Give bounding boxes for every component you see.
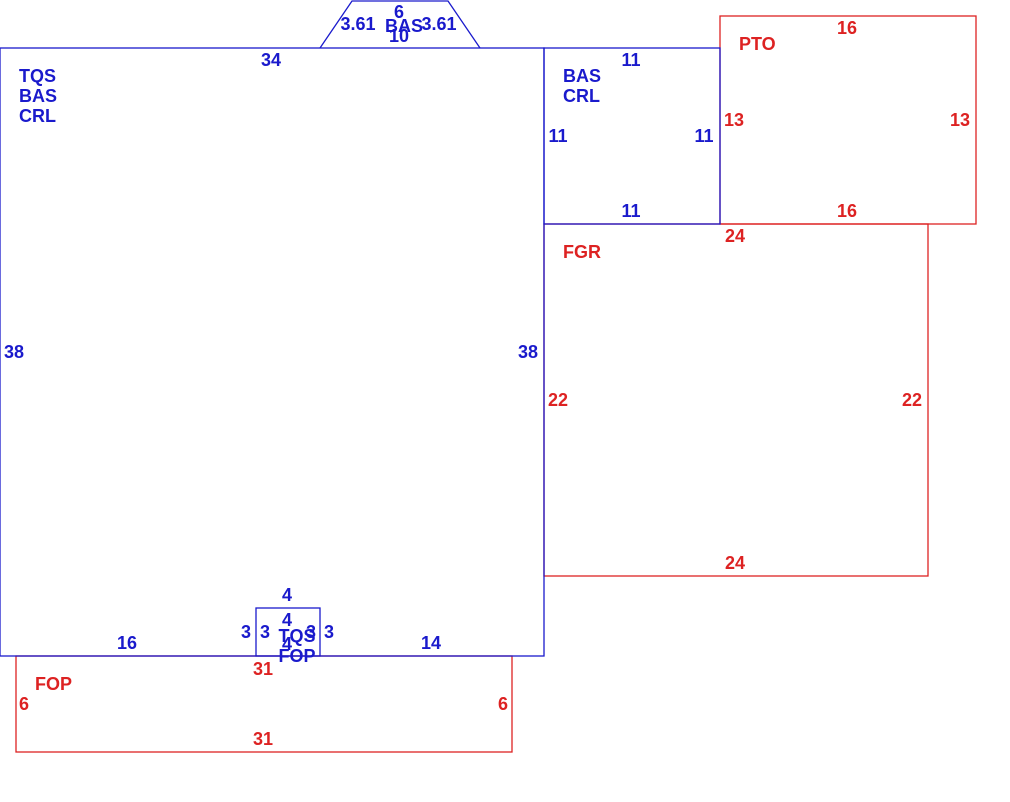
fgr-top-dimension: 24 xyxy=(725,226,745,246)
inset-left-outer-dimension: 3 xyxy=(241,622,251,642)
inset-label-line-2: FOP xyxy=(278,646,315,666)
inset-label-line-1: TQS xyxy=(278,626,315,646)
fop-bottom-dimension: 31 xyxy=(253,729,273,749)
pto-top-dimension: 16 xyxy=(837,18,857,38)
inset-top-outer-dimension: 4 xyxy=(282,585,292,605)
small-room-right-dimension: 11 xyxy=(694,126,713,146)
bay-left-dimension: 3.61 xyxy=(340,14,375,34)
small-room-label-line-2: CRL xyxy=(563,86,600,106)
inset-left-inner-dimension: 3 xyxy=(260,622,270,642)
fop-left-dimension: 6 xyxy=(19,694,29,714)
area-bay: BAS 6 3.61 3.61 10 xyxy=(319,0,481,49)
main-bottom-left-dimension: 16 xyxy=(117,633,137,653)
main-left-dimension: 38 xyxy=(4,342,24,362)
inset-right-outer-dimension: 3 xyxy=(324,622,334,642)
main-bottom-right-dimension: 14 xyxy=(421,633,441,653)
fgr-left-dimension: 22 xyxy=(548,390,568,410)
area-main: TQS BAS CRL 34 38 38 16 14 xyxy=(0,47,545,657)
pto-right-dimension: 13 xyxy=(950,110,970,130)
inset-top-inner-dimension: 4 xyxy=(282,610,292,630)
pto-label: PTO xyxy=(739,34,776,54)
small-room-label-line-1: BAS xyxy=(563,66,601,86)
fgr-right-dimension: 22 xyxy=(902,390,922,410)
area-pto: PTO 16 13 13 16 xyxy=(719,15,977,225)
inset-outline xyxy=(255,607,321,657)
bay-label: BAS xyxy=(385,16,423,36)
main-label-line-1: TQS xyxy=(19,66,56,86)
small-room-bottom-dimension: 11 xyxy=(621,201,640,221)
pto-bottom-dimension: 16 xyxy=(837,201,857,221)
main-label-line-3: CRL xyxy=(19,106,56,126)
fop-right-dimension: 6 xyxy=(498,694,508,714)
small-room-left-dimension: 11 xyxy=(548,126,567,146)
fgr-label: FGR xyxy=(563,242,601,262)
small-room-top-dimension: 11 xyxy=(621,50,640,70)
fgr-bottom-dimension: 24 xyxy=(725,553,745,573)
small-room-outline xyxy=(543,47,721,225)
inset-right-inner-dimension: 3 xyxy=(306,622,316,642)
main-right-dimension: 38 xyxy=(518,342,538,362)
main-top-dimension: 34 xyxy=(261,50,281,70)
area-fgr: FGR 24 22 22 24 xyxy=(543,223,929,577)
area-small-room: BAS CRL 11 11 11 11 xyxy=(543,47,721,225)
area-inset: 4 4 3 3 3 3 TQS 4 FOP xyxy=(241,585,334,666)
bay-right-dimension: 3.61 xyxy=(421,14,456,34)
fop-label: FOP xyxy=(35,674,72,694)
bay-bottom-dimension: 10 xyxy=(389,26,409,46)
main-label-line-2: BAS xyxy=(19,86,57,106)
inset-bottom-dimension: 4 xyxy=(282,634,292,654)
pto-left-dimension: 13 xyxy=(724,110,744,130)
main-outline xyxy=(0,47,545,657)
area-fop: FOP 31 6 6 31 xyxy=(15,655,513,753)
fop-top-dimension: 31 xyxy=(253,659,273,679)
bay-outline xyxy=(319,0,481,49)
fgr-outline xyxy=(543,223,929,577)
bay-top-dimension: 6 xyxy=(394,2,404,22)
